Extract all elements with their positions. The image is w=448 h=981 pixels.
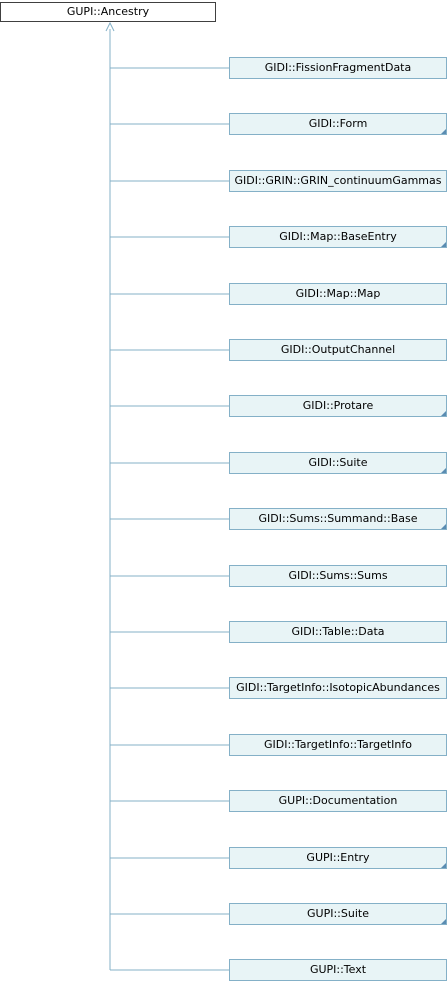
derived-class-label: GIDI::OutputChannel xyxy=(280,343,396,356)
derived-class-label: GIDI::Protare xyxy=(302,399,374,412)
derived-class-label: GIDI::FissionFragmentData xyxy=(264,61,412,74)
derived-class-label: GIDI::Form xyxy=(308,117,368,130)
derived-class-node[interactable]: GIDI::Sums::Sums xyxy=(229,565,447,587)
derived-class-node[interactable]: GIDI::TargetInfo::IsotopicAbundances xyxy=(229,677,447,699)
derived-class-node[interactable]: GIDI::Form xyxy=(229,113,447,135)
derived-class-node[interactable]: GUPI::Text xyxy=(229,959,447,981)
derived-class-label: GIDI::Map::BaseEntry xyxy=(279,230,397,243)
derived-class-node[interactable]: GUPI::Entry xyxy=(229,847,447,869)
derived-class-node[interactable]: GIDI::TargetInfo::TargetInfo xyxy=(229,734,447,756)
derived-class-label: GIDI::TargetInfo::IsotopicAbundances xyxy=(236,681,440,694)
derived-class-node[interactable]: GIDI::OutputChannel xyxy=(229,339,447,361)
derived-class-label: GUPI::Suite xyxy=(307,907,369,920)
derived-class-label: GUPI::Text xyxy=(309,963,367,976)
derived-class-node[interactable]: GIDI::Map::BaseEntry xyxy=(229,226,447,248)
derived-class-node[interactable]: GUPI::Suite xyxy=(229,903,447,925)
root-class-label: GUPI::Ancestry xyxy=(66,5,150,18)
derived-class-label: GUPI::Entry xyxy=(306,851,370,864)
derived-class-label: GIDI::Suite xyxy=(308,456,368,469)
derived-class-node[interactable]: GIDI::Suite xyxy=(229,452,447,474)
derived-class-label: GIDI::Table::Data xyxy=(291,625,385,638)
derived-class-node[interactable]: GIDI::Map::Map xyxy=(229,283,447,305)
derived-class-node[interactable]: GIDI::Protare xyxy=(229,395,447,417)
derived-class-node[interactable]: GIDI::Table::Data xyxy=(229,621,447,643)
derived-class-node[interactable]: GIDI::GRIN::GRIN_continuumGammas xyxy=(229,170,447,192)
derived-class-label: GIDI::Map::Map xyxy=(295,287,381,300)
inheritance-arrowhead xyxy=(105,21,115,32)
derived-class-node[interactable]: GUPI::Documentation xyxy=(229,790,447,812)
derived-class-label: GIDI::GRIN::GRIN_continuumGammas xyxy=(234,174,442,187)
derived-class-label: GIDI::TargetInfo::TargetInfo xyxy=(263,738,412,751)
derived-class-label: GIDI::Sums::Sums xyxy=(288,569,388,582)
derived-class-node[interactable]: GIDI::Sums::Summand::Base xyxy=(229,508,447,530)
derived-class-label: GUPI::Documentation xyxy=(278,794,398,807)
derived-class-label: GIDI::Sums::Summand::Base xyxy=(258,512,418,525)
derived-class-node[interactable]: GIDI::FissionFragmentData xyxy=(229,57,447,79)
root-class-node[interactable]: GUPI::Ancestry xyxy=(0,2,216,22)
